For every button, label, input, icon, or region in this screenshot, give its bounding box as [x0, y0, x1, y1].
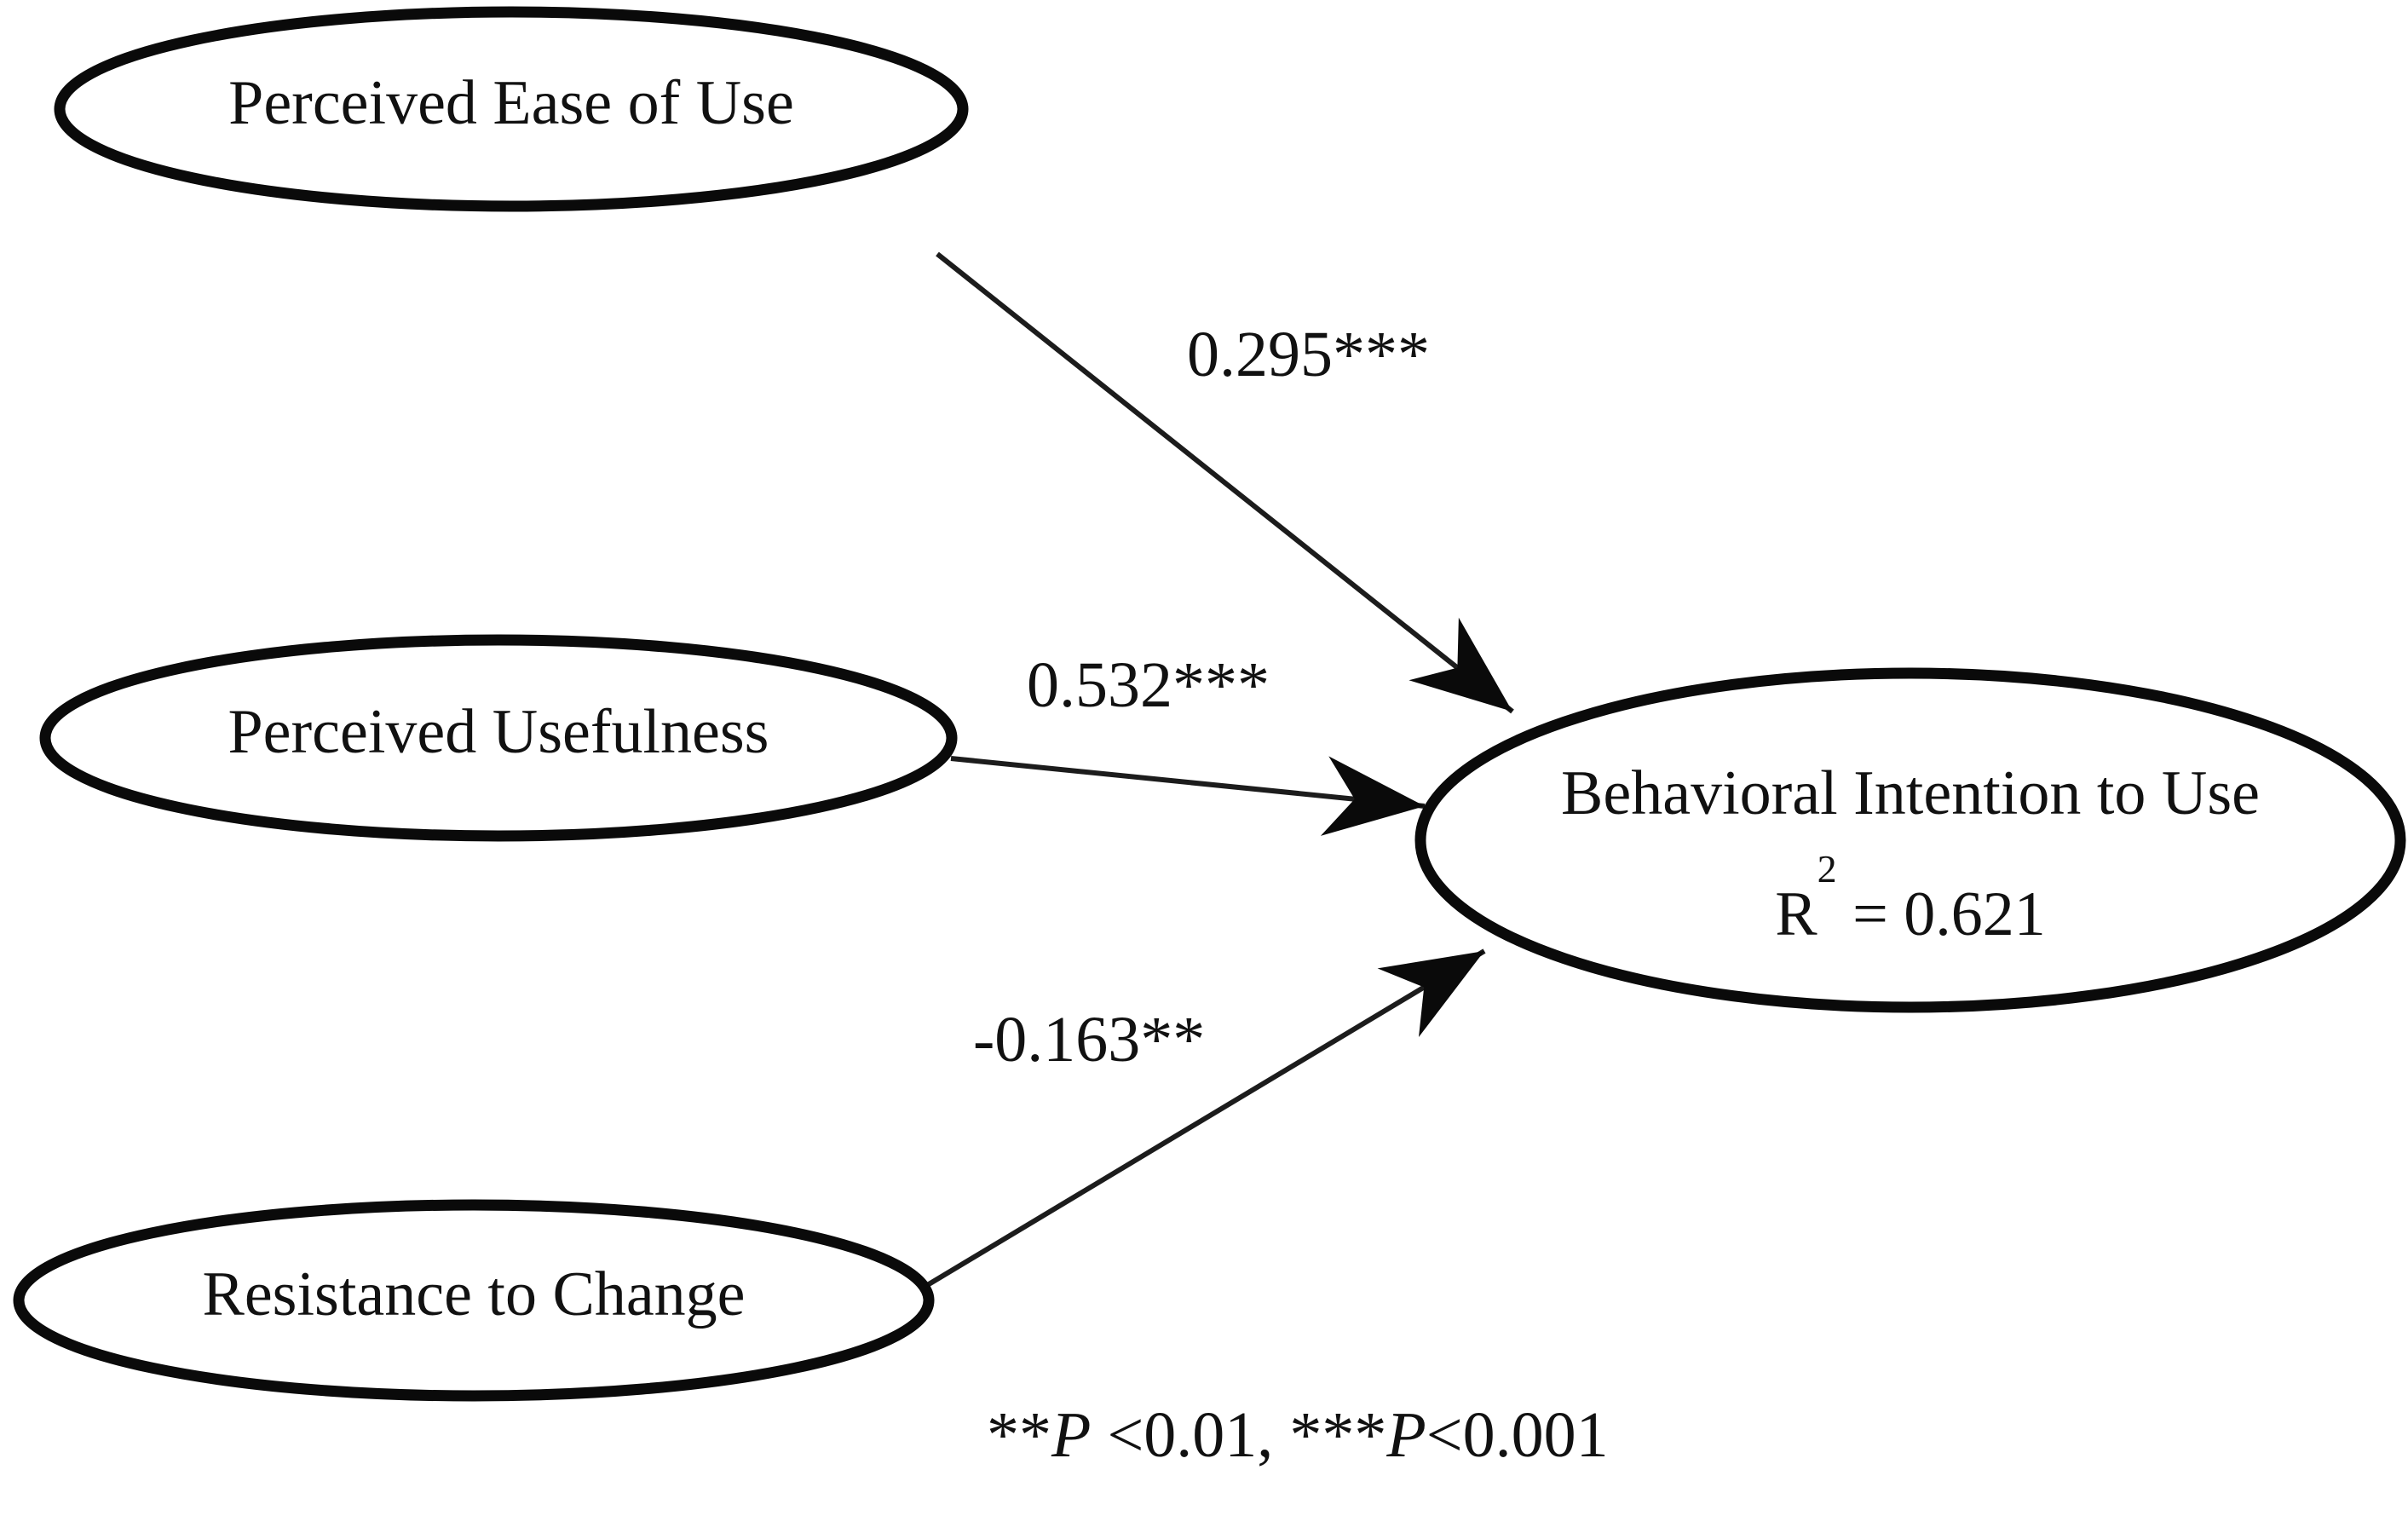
- arrowhead-peu: [1409, 617, 1512, 712]
- path-line-pu: [950, 756, 1426, 809]
- ellipse-rtc[interactable]: [13, 1199, 935, 1402]
- path-arrow-peu-to-bitu: [936, 251, 1514, 714]
- arrowhead-rtc: [1377, 951, 1484, 1037]
- node-perceived-usefulness[interactable]: Perceived Usefulness: [39, 634, 958, 842]
- coefficient-label-peu: 0.295***: [1187, 319, 1430, 390]
- ellipse-pu[interactable]: [39, 634, 958, 842]
- ellipse-peu[interactable]: [54, 6, 969, 212]
- arrowhead-pu: [1320, 756, 1425, 836]
- coefficient-label-pu: 0.532***: [1027, 649, 1270, 721]
- node-resistance-to-change[interactable]: Resistance to Change: [13, 1199, 935, 1402]
- node-label-bitu: Behavioral Intention to Use: [1561, 758, 2260, 828]
- node-behavioral-intention-to-use[interactable]: Behavioral Intention to Use R2 = 0.621: [1414, 667, 2406, 1013]
- coefficient-label-rtc: -0.163**: [973, 1004, 1205, 1075]
- path-line-peu: [936, 251, 1514, 714]
- path-line-rtc: [897, 948, 1486, 1305]
- node-label-peu: Perceived Ease of Use: [228, 68, 794, 138]
- significance-footnote: **P <0.01, ***P<0.001: [987, 1399, 1609, 1471]
- node-label-rtc: Resistance to Change: [202, 1259, 745, 1329]
- node-perceived-ease-of-use[interactable]: Perceived Ease of Use: [54, 6, 969, 212]
- path-arrow-pu-to-bitu: [950, 756, 1426, 836]
- node-label-pu: Perceived Usefulness: [228, 697, 769, 767]
- ellipse-bitu[interactable]: [1414, 667, 2406, 1013]
- node-r-squared-bitu: R2 = 0.621: [1775, 847, 2046, 949]
- path-arrow-rtc-to-bitu: [897, 948, 1486, 1305]
